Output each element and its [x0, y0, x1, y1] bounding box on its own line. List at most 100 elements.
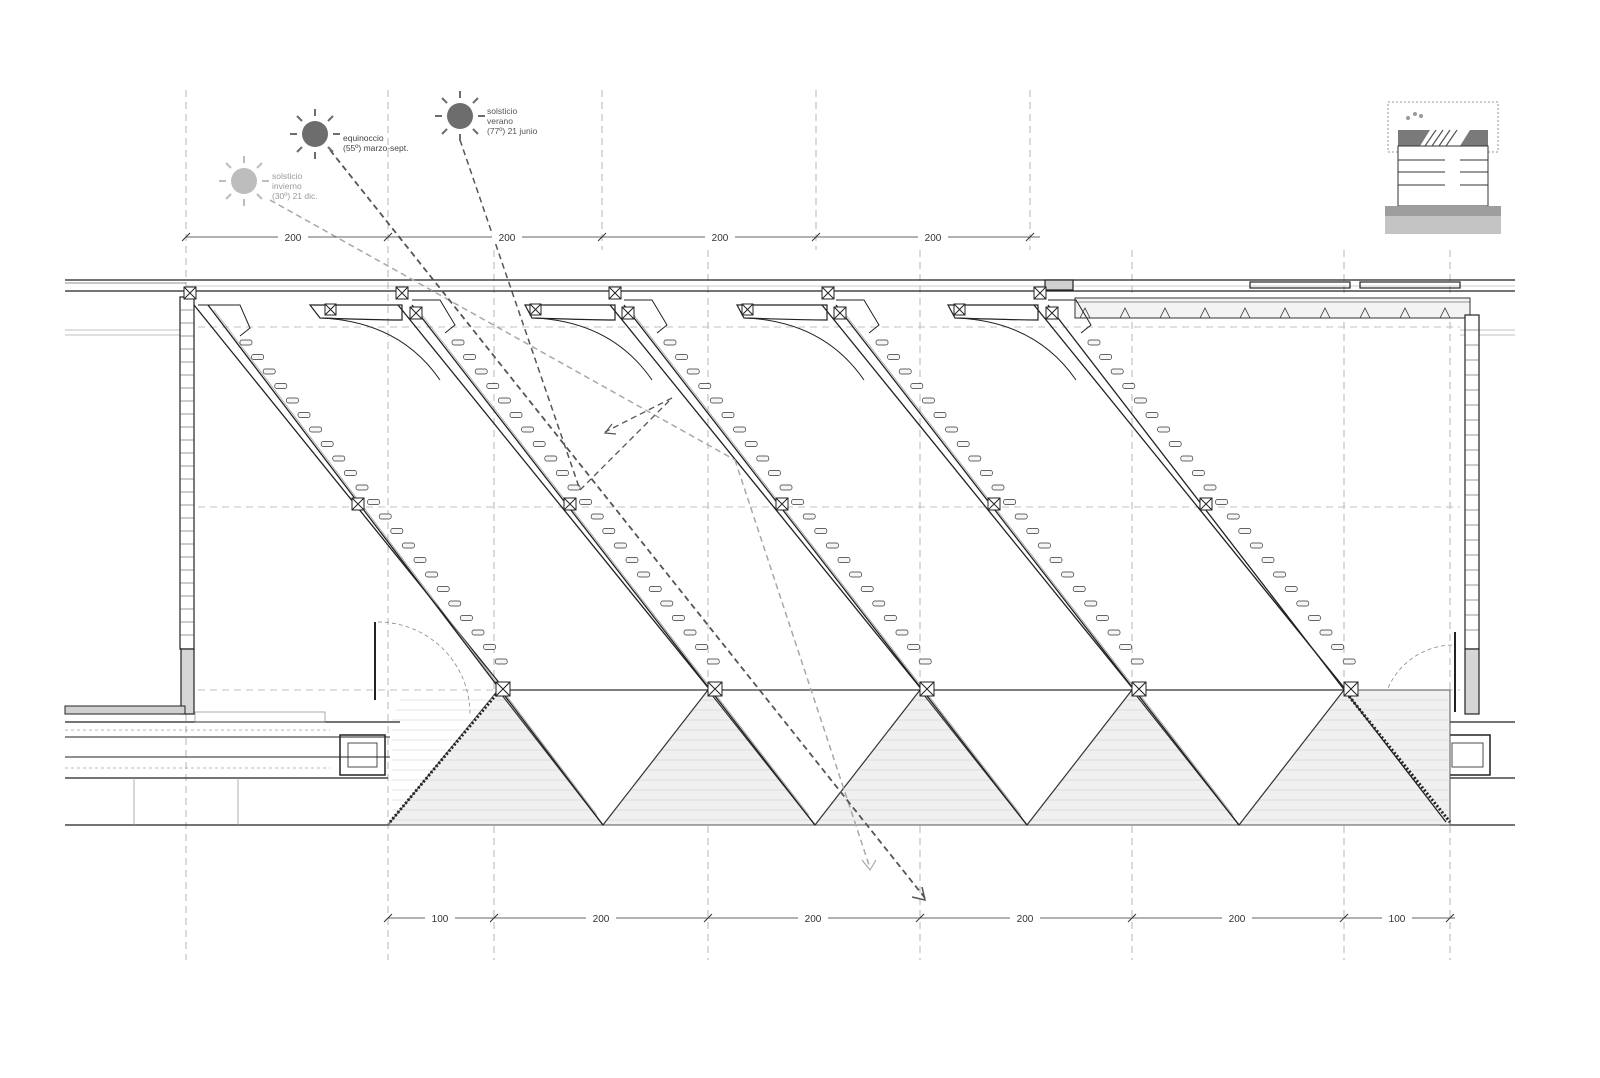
louver-fin [648, 586, 662, 592]
louver-fin [556, 470, 569, 476]
louver-fin [251, 354, 264, 360]
louver-fin [1099, 354, 1112, 360]
louver-fin [1308, 615, 1321, 621]
top-dim-4: 200 [925, 233, 942, 244]
louver-fin [1049, 557, 1063, 563]
louver-fin [837, 557, 851, 563]
louver-fin [910, 383, 924, 389]
left-wall [179, 296, 195, 715]
louver-fin [660, 600, 674, 607]
louver-fin [436, 586, 450, 592]
louver-fin [875, 339, 889, 346]
roof-slab [65, 279, 1515, 336]
louver-fin [486, 383, 500, 389]
louver-fin [1203, 484, 1217, 491]
louver-fin [1119, 644, 1132, 650]
louver-fin [1026, 528, 1040, 534]
louver-fin [991, 484, 1005, 491]
louver-fin [884, 615, 897, 621]
louver-fin [1157, 426, 1170, 433]
sun-winter-label-line3: (30º) 21 dic. [272, 191, 318, 201]
louver-fin [367, 499, 380, 505]
bottom-dim-2: 200 [593, 914, 610, 925]
louver-fin [1296, 600, 1310, 607]
louver-fin [483, 644, 496, 650]
sun-winter-label-line1: solsticio [272, 171, 303, 181]
sun-summer-label-line1: solsticio [487, 106, 518, 116]
louver-fin [625, 557, 639, 563]
right-wall [1464, 314, 1480, 715]
louver-fin [494, 658, 508, 665]
key-plan-thumbnail [1385, 101, 1501, 234]
louver-fin [1261, 557, 1275, 563]
louver-fin [1134, 397, 1147, 404]
louver-fin [1250, 542, 1263, 549]
bottom-dim-3: 200 [805, 914, 822, 925]
right-gutter-truss [1074, 297, 1471, 319]
louver-fin [402, 542, 415, 549]
louver-fin [425, 571, 438, 578]
louver-fin [602, 528, 616, 534]
top-dim-3: 200 [712, 233, 729, 244]
louver-fin [1072, 586, 1086, 592]
louver-fin [744, 441, 758, 447]
louver-fin [1145, 412, 1159, 418]
louver-fin [956, 441, 970, 447]
sun-rays [269, 139, 927, 902]
louver-fin [1003, 499, 1016, 505]
louver-fin [344, 470, 357, 476]
louver-fin [663, 339, 677, 346]
shed-curved-brackets [198, 299, 1092, 381]
joint-boxes [183, 286, 1359, 697]
louver-fin [355, 484, 369, 491]
louver-fin [451, 339, 465, 346]
louver-fin [262, 368, 276, 375]
louver-fin [1087, 339, 1101, 346]
louver-fin [1110, 368, 1124, 375]
louver-fin [980, 470, 993, 476]
right-floor-slab [1381, 632, 1515, 826]
louver-fin [544, 455, 558, 462]
louver-fin [968, 455, 982, 462]
louver-fin [378, 513, 392, 520]
top-dim-2: 200 [499, 233, 516, 244]
louver-fin [1107, 629, 1121, 636]
louver-fin [498, 397, 511, 404]
louver-fin [849, 571, 862, 578]
louver-fin [945, 426, 958, 433]
louver-fin [683, 629, 697, 636]
louver-fin [933, 412, 947, 418]
sun-equinox-label-line1: equinoccio [343, 133, 384, 143]
louver-fin [887, 354, 900, 360]
louver-fin [471, 629, 485, 636]
louver-fin [1084, 600, 1098, 607]
louver-fin [1342, 658, 1356, 665]
top-dim-1: 200 [285, 233, 302, 244]
louver-fin [1226, 513, 1240, 520]
louver-fin [521, 426, 534, 433]
louver-fin [413, 557, 427, 563]
sun-winter-label: solsticio invierno (30º) 21 dic. [272, 171, 318, 201]
louver-fin [686, 368, 700, 375]
louver-fin [1331, 644, 1344, 650]
louver-fin [463, 354, 476, 360]
louver-fin [768, 470, 781, 476]
louver-fin [695, 644, 708, 650]
louver-fin [698, 383, 712, 389]
louver-fin [309, 426, 322, 433]
sun-equinox-icon [290, 109, 340, 159]
louver-fin [274, 383, 288, 389]
sun-equinox-label: equinoccio (55º) marzo-sept. [343, 133, 408, 153]
louver-fin [1096, 615, 1109, 621]
bottom-dim-4: 200 [1017, 914, 1034, 925]
louver-fin [791, 499, 804, 505]
sun-equinox-label-line2: (55º) marzo-sept. [343, 143, 408, 153]
louver-fin [802, 513, 816, 520]
bottom-dimension-line: 100 200 200 200 200 100 [383, 911, 1455, 925]
louver-fin [567, 484, 581, 491]
bottom-dim-6: 100 [1389, 914, 1406, 925]
louver-fin [672, 615, 685, 621]
sun-summer-label-line2: verano [487, 116, 513, 126]
louver-fin [1215, 499, 1228, 505]
